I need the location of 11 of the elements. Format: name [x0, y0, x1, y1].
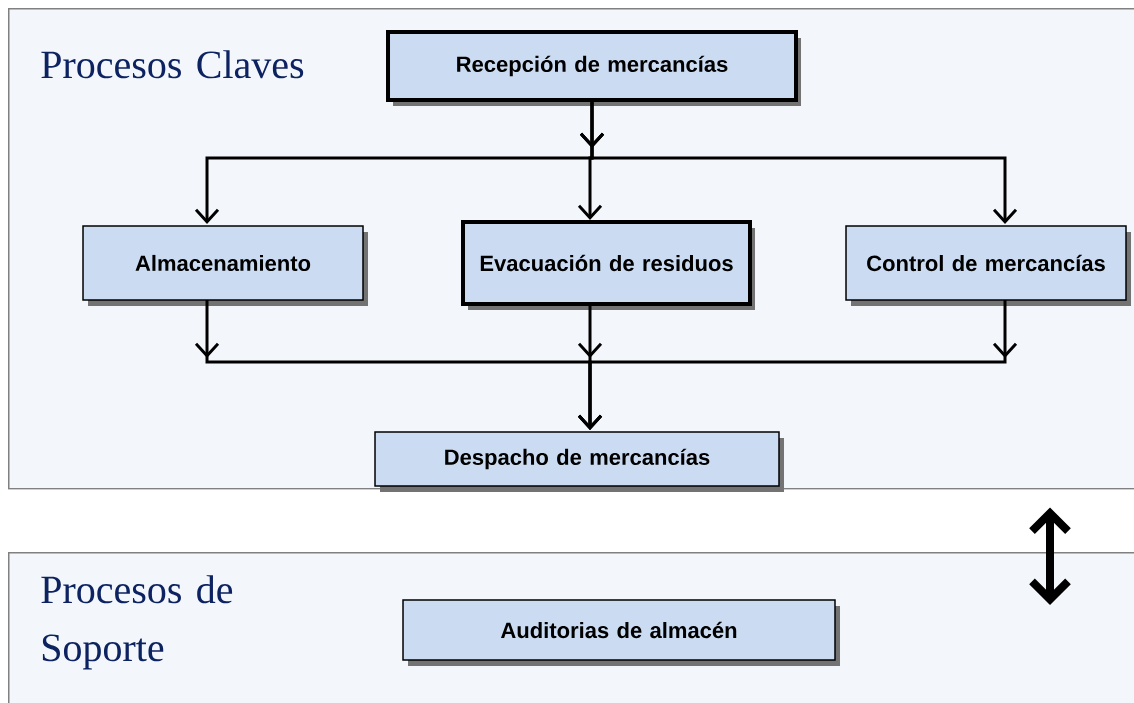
process-box: Evacuación de residuos: [461, 220, 755, 310]
panel-heading: Procesos de Soporte: [41, 575, 233, 670]
double-arrow: [1029, 507, 1071, 605]
process-box: Control de mercancías: [845, 225, 1131, 306]
process-box: Recepción de mercancías: [386, 30, 801, 106]
arrow: [579, 102, 1018, 224]
panel-heading: Procesos Claves: [41, 50, 304, 79]
process-box: Almacenamiento: [82, 225, 368, 306]
process-box: Auditorias de almacén: [402, 599, 840, 666]
process-box: Despacho de mercancías: [374, 431, 784, 492]
arrow: [577, 300, 1018, 430]
